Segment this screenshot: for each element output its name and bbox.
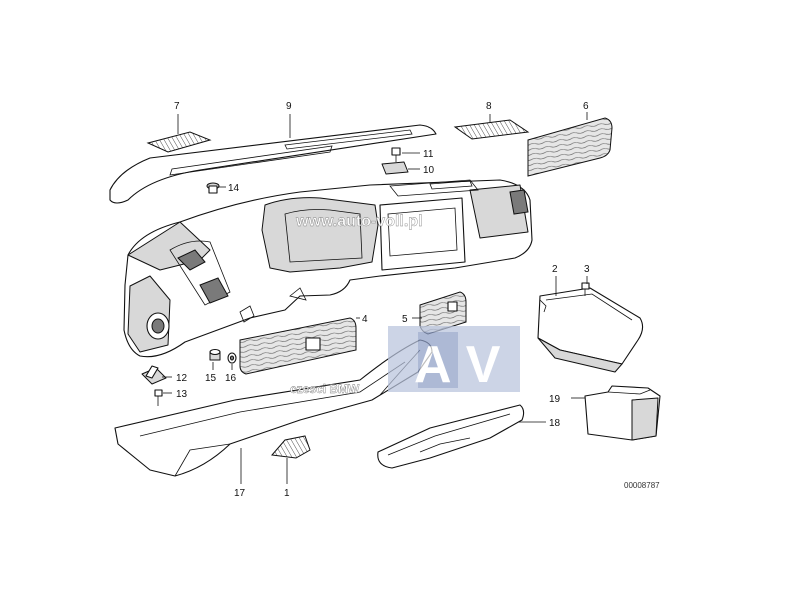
watermark-logo-letters: AV	[414, 336, 518, 394]
callout-6: 6	[583, 101, 589, 112]
callout-5: 5	[402, 314, 408, 325]
part-3-screw	[581, 282, 590, 296]
part-8-grille	[453, 119, 530, 140]
callout-3: 3	[584, 264, 590, 275]
callout-10: 10	[423, 165, 435, 176]
part-18-tray	[377, 404, 525, 469]
part-9-top-trim	[109, 124, 437, 204]
callout-7: 7	[174, 101, 180, 112]
dashboard-body	[123, 179, 533, 358]
callout-labels: 1 2 3 4 5 6 7 8 9 10 11 12 13 14 15 16 1…	[174, 101, 590, 499]
callout-17: 17	[234, 488, 246, 499]
leader-lines	[162, 112, 588, 484]
watermark-site-text: www.auto-voll.pl	[295, 213, 423, 230]
part-13-screw	[154, 389, 163, 406]
callout-13: 13	[176, 389, 188, 400]
part-14-clip	[206, 182, 220, 194]
part-19-module	[584, 385, 661, 441]
watermark-caption: czesci BMW	[290, 382, 360, 396]
callout-4: 4	[362, 314, 368, 325]
part-11-screw	[391, 147, 401, 162]
callout-12: 12	[176, 373, 188, 384]
part-16-washer	[227, 352, 237, 364]
callout-15: 15	[205, 373, 217, 384]
watermark-logo: AV	[388, 326, 520, 394]
part-2-glovebox	[537, 287, 644, 373]
callout-14: 14	[228, 183, 240, 194]
part-15-nut	[209, 348, 221, 361]
callout-19: 19	[549, 394, 561, 405]
callout-11: 11	[423, 149, 434, 160]
part-1-grille	[271, 435, 311, 459]
callout-8: 8	[486, 101, 492, 112]
part-7-grille	[146, 131, 212, 153]
callout-18: 18	[549, 418, 561, 429]
part-4-lower-panel	[239, 317, 357, 375]
callout-2: 2	[552, 264, 558, 275]
callout-9: 9	[286, 101, 292, 112]
part-12-clip	[141, 365, 167, 385]
part-6-trim-panel	[527, 117, 613, 177]
part-10-bracket	[381, 161, 409, 175]
callout-16: 16	[225, 373, 237, 384]
reference-code: 00008787	[624, 481, 660, 490]
callout-1: 1	[284, 488, 290, 499]
